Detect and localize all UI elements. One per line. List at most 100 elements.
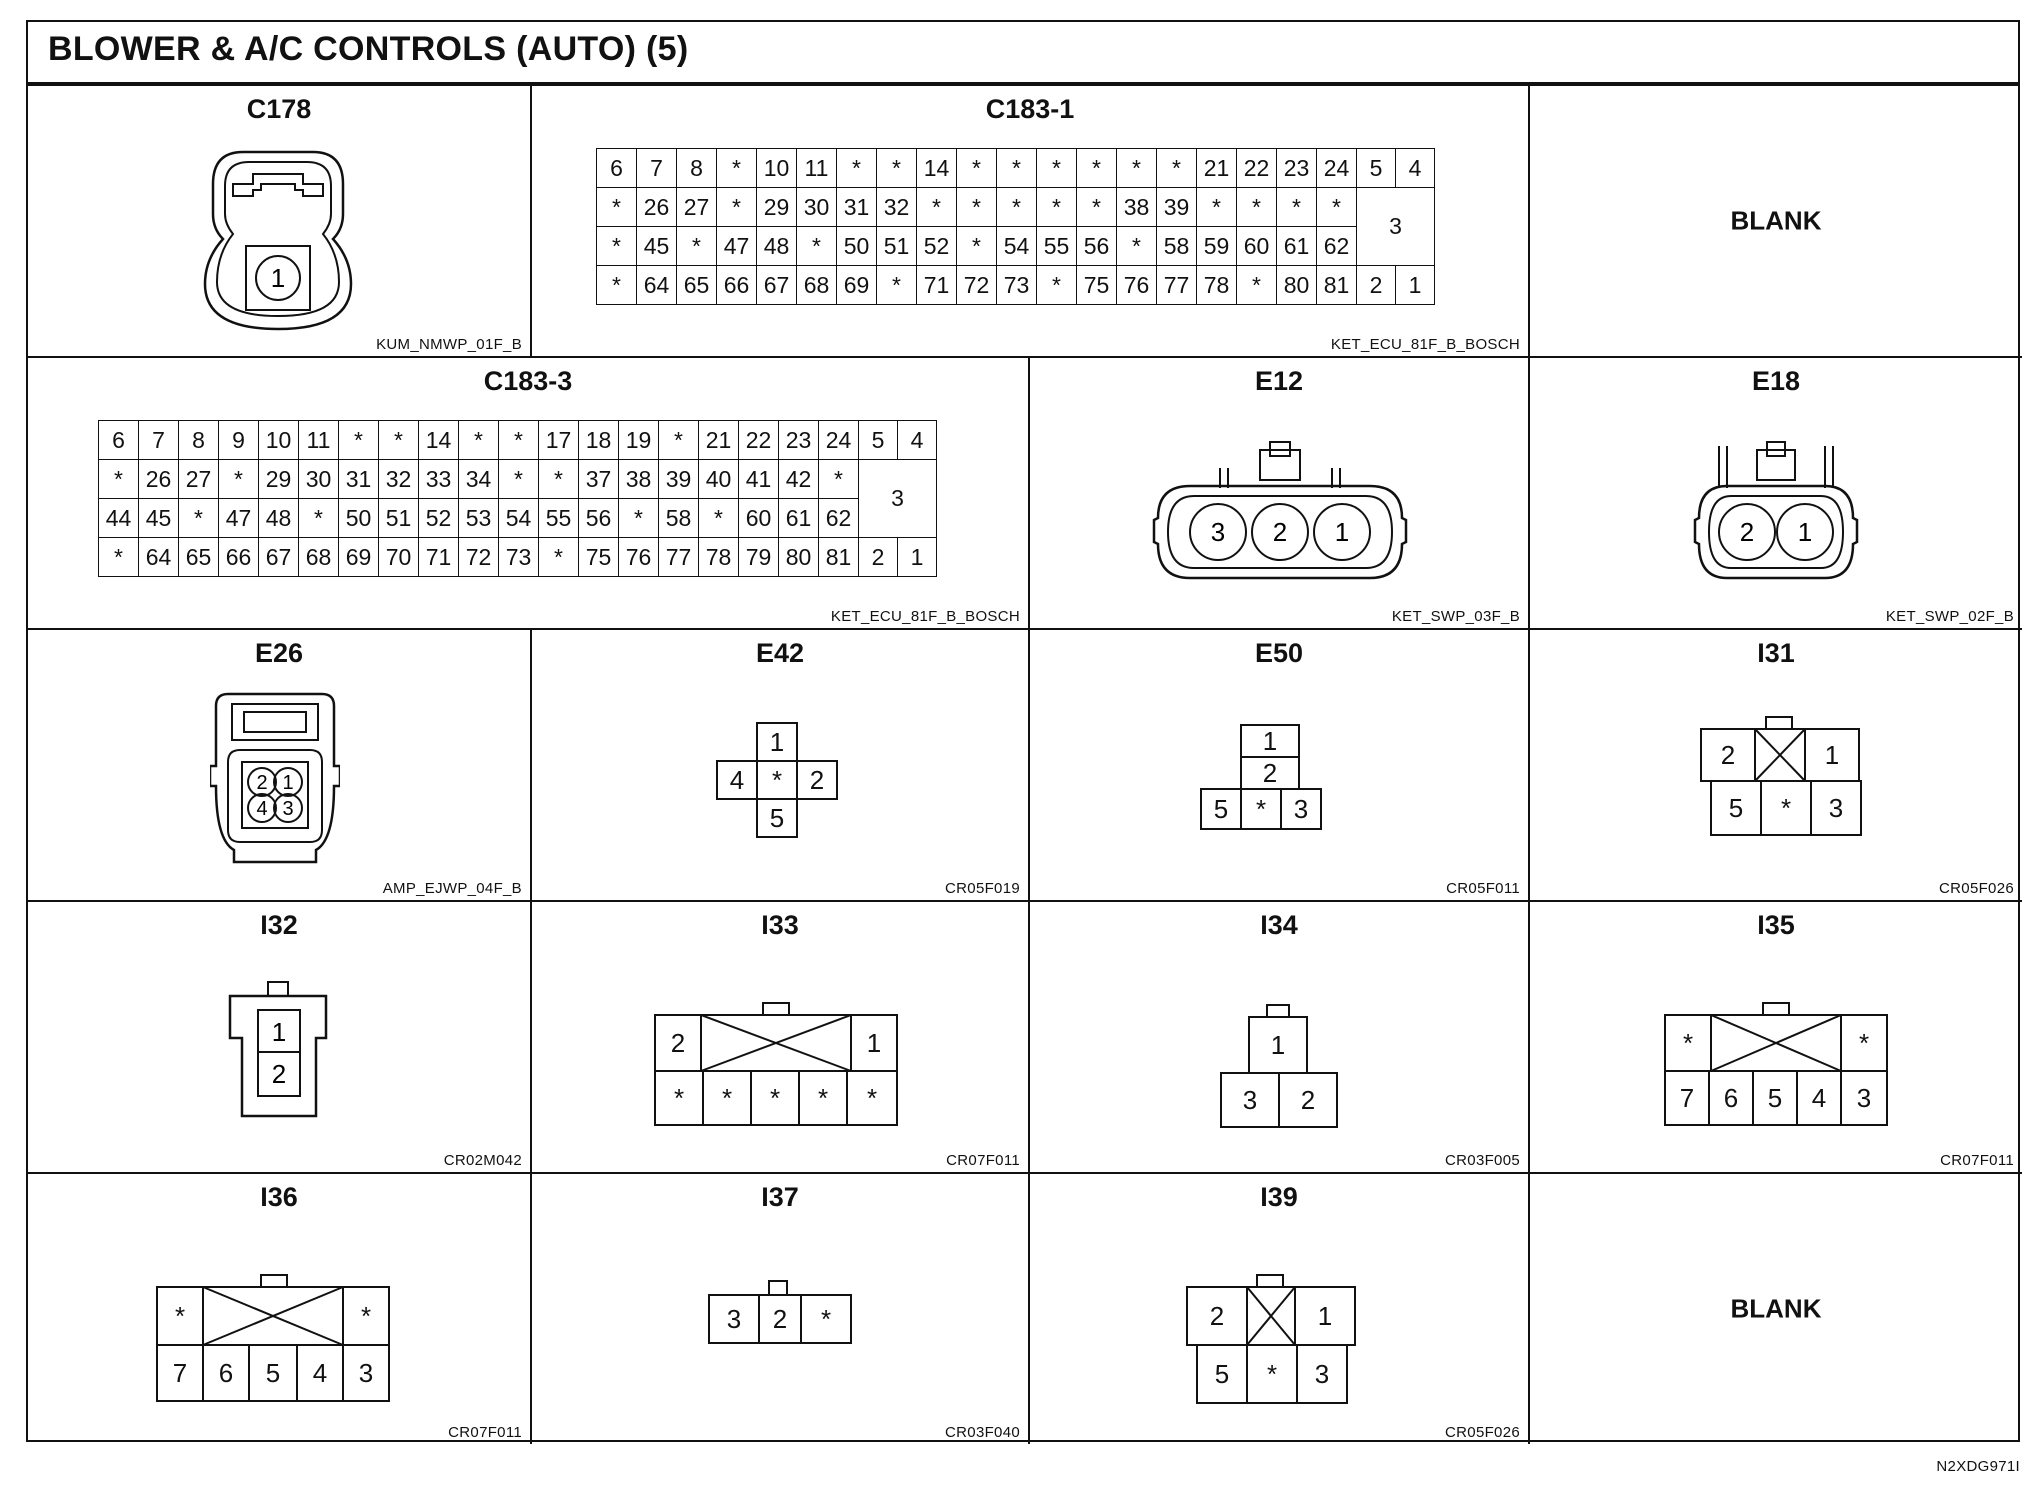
pin-cell: * [1076, 187, 1117, 227]
pin-cell: 42 [778, 459, 819, 499]
title-rule [28, 82, 2018, 86]
pin-cell: * [618, 498, 659, 538]
pin-cell: 4 [1395, 148, 1435, 188]
connector-name: I34 [1260, 910, 1298, 940]
empty-cavity-x [202, 1286, 344, 1346]
pin-cell: * [756, 760, 798, 800]
cell-i36: I36 * * 7 6 5 4 3 CR07F011 [28, 1174, 532, 1444]
pin-cell: * [1076, 148, 1117, 188]
connector-name: E50 [1254, 638, 1304, 668]
pin-cell: * [702, 1070, 752, 1126]
pin-cell: 68 [796, 265, 837, 305]
cell-i33: I33 2 1 * * * * * CR07F011 [532, 902, 1030, 1174]
pin-cell: * [1036, 265, 1077, 305]
pin-cell: 21 [1196, 148, 1237, 188]
pin-cell: 1 [1804, 728, 1860, 782]
pin-cell: 64 [636, 265, 677, 305]
pin-cell: * [298, 498, 339, 538]
pin-cell: * [156, 1286, 204, 1346]
connector-code: KET_SWP_03F_B [1391, 608, 1520, 625]
pin-cell: * [498, 459, 539, 499]
pin-cell: 22 [1236, 148, 1277, 188]
pin-cell: 79 [738, 537, 779, 577]
pin-cell: 56 [1076, 226, 1117, 266]
pin-cell: 73 [498, 537, 539, 577]
pin-cell: 80 [1276, 265, 1317, 305]
pin-cell: 5 [1752, 1070, 1798, 1126]
pin-cell: 2 [858, 537, 898, 577]
pin-cell: 73 [996, 265, 1037, 305]
pin-cell: 2 [654, 1014, 702, 1072]
pin-cell: 7 [1664, 1070, 1710, 1126]
pin-cell: * [698, 498, 739, 538]
pin-cell: 66 [716, 265, 757, 305]
pin-cell: 5 [1200, 788, 1242, 830]
pin-cell: * [98, 459, 139, 499]
pin-label: 2 [272, 1059, 286, 1089]
pin-cell: 26 [636, 187, 677, 227]
connector-code: CR07F011 [1940, 1152, 2014, 1169]
pin-cell: 65 [676, 265, 717, 305]
pin-cell: 48 [756, 226, 797, 266]
pin-cell: 4 [897, 420, 937, 460]
pin-cell: 7 [156, 1344, 204, 1402]
connector-name: C183-1 [985, 94, 1075, 124]
pin-cell: * [218, 459, 259, 499]
pin-cell: * [654, 1070, 704, 1126]
connector-code: CR03F005 [1445, 1152, 1520, 1169]
blank-label: BLANK [1730, 1293, 1822, 1324]
pin-cell: * [1036, 187, 1077, 227]
pin-cell: 30 [298, 459, 339, 499]
cell-i39: I39 2 1 5 * 3 CR05F026 [1030, 1174, 1530, 1444]
cell-i34: I34 1 3 2 CR03F005 [1030, 902, 1530, 1174]
pin-cell: 50 [338, 498, 379, 538]
pin-cell: * [956, 187, 997, 227]
pin-cell: 51 [378, 498, 419, 538]
pin-cell: 34 [458, 459, 499, 499]
pin-cell: 27 [178, 459, 219, 499]
connector-name: I36 [260, 1182, 298, 1212]
pin-cell: 71 [418, 537, 459, 577]
pin-cell: * [1664, 1014, 1712, 1072]
pin-cell: 3 [1220, 1072, 1280, 1128]
pin-cell: 32 [876, 187, 917, 227]
pin-cell: 77 [658, 537, 699, 577]
pin-cell: 31 [338, 459, 379, 499]
pin-cell: 40 [698, 459, 739, 499]
connector-name: I35 [1757, 910, 1795, 940]
pin-cell: * [1196, 187, 1237, 227]
pin-cell: 76 [618, 537, 659, 577]
pin-cell: * [876, 148, 917, 188]
pin-cell: 7 [636, 148, 677, 188]
pin-cell: 38 [1116, 187, 1157, 227]
pin-cell: * [1156, 148, 1197, 188]
pin-cell: * [996, 148, 1037, 188]
pin-cell: 48 [258, 498, 299, 538]
pin-cell: 39 [1156, 187, 1197, 227]
pin-cell: * [818, 459, 859, 499]
pin-cell: * [596, 265, 637, 305]
pin-cell: 33 [418, 459, 459, 499]
pin-cell: 10 [756, 148, 797, 188]
pin-cell: 17 [538, 420, 579, 460]
pin-cell: 11 [298, 420, 339, 460]
pin-cell: * [1236, 265, 1277, 305]
connector-name: I33 [761, 910, 799, 940]
pin-cell: 5 [1710, 780, 1762, 836]
cell-blank-top: BLANK [1530, 86, 2022, 358]
pin-cell: * [1246, 1344, 1298, 1404]
pin-cell: 9 [218, 420, 259, 460]
pin-label: 1 [272, 1017, 286, 1047]
pin-cell: * [658, 420, 699, 460]
pin-label: 2 [1740, 517, 1754, 547]
cell-e26: E26 2 1 4 3 AMP_EJWP_04F_B [28, 630, 532, 902]
pin-cell: 5 [858, 420, 898, 460]
empty-cavity-x [1754, 728, 1806, 782]
pin-label: 2 [1273, 517, 1287, 547]
pin-cell: 6 [98, 420, 139, 460]
pin-cell: * [716, 187, 757, 227]
cell-e50: E50 1 2 5 * 3 CR05F011 [1030, 630, 1530, 902]
